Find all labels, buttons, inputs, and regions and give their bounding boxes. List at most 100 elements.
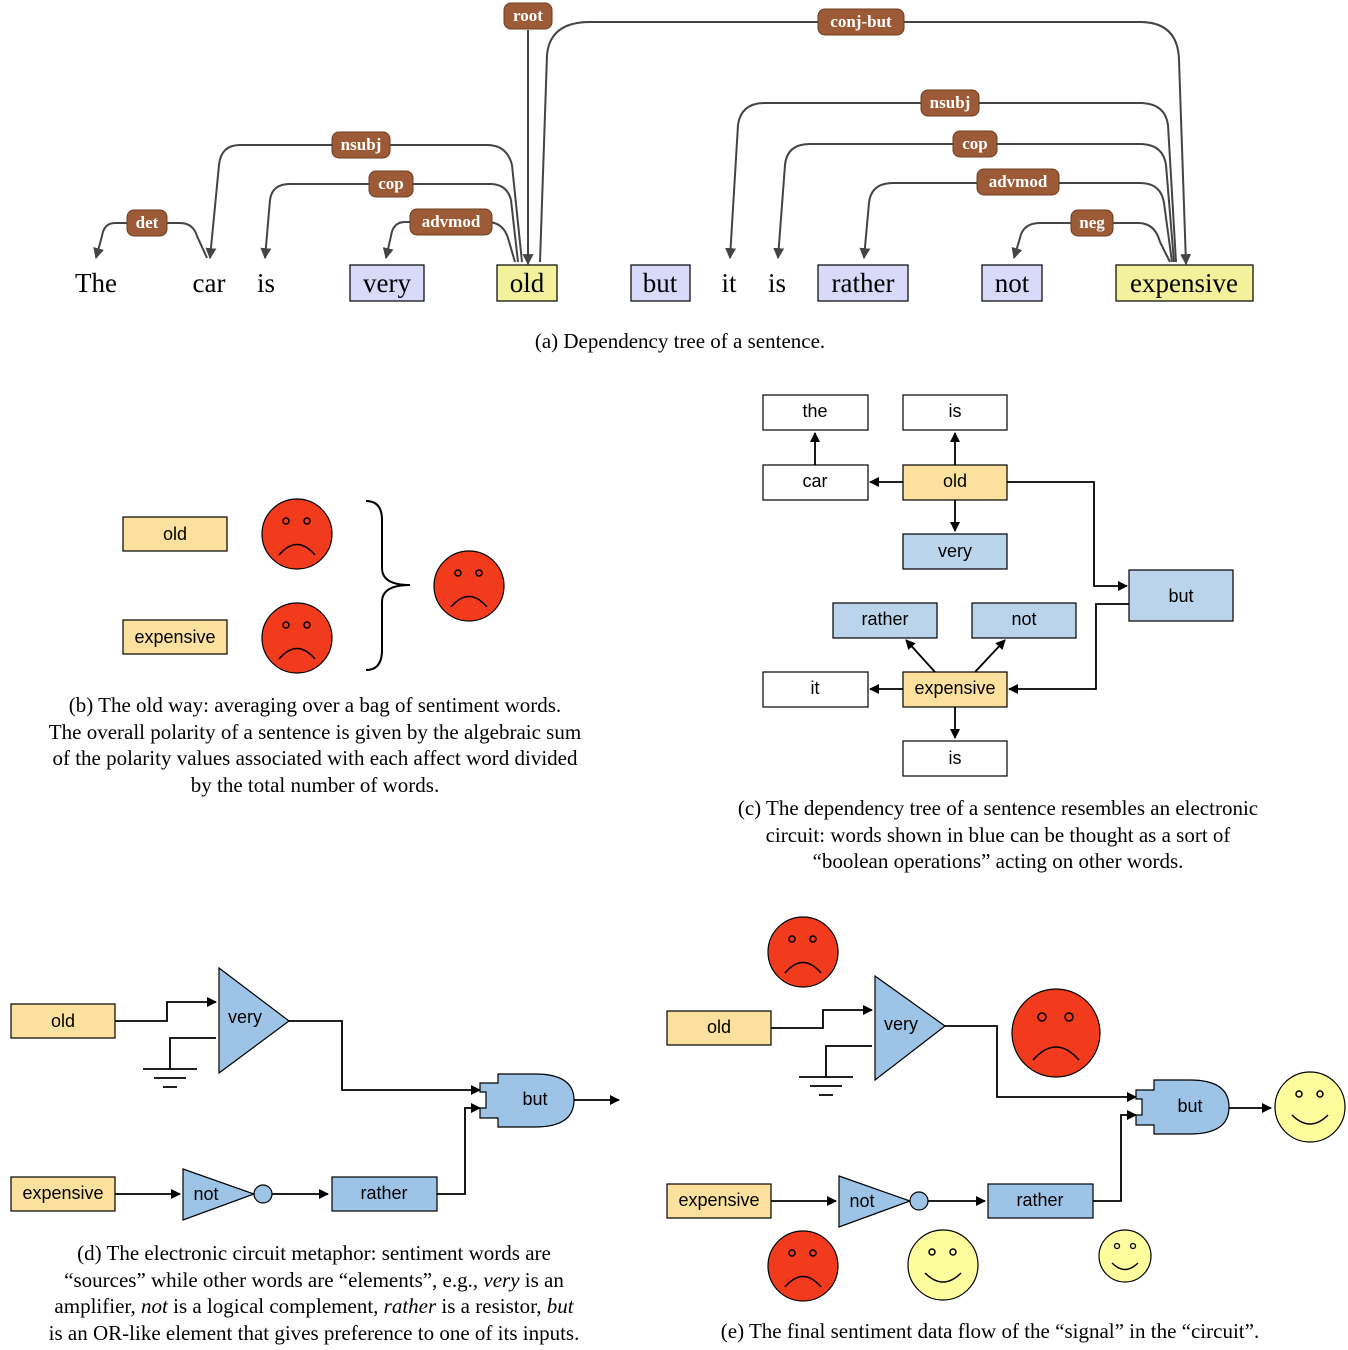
relation-label-advmod-1: advmod [409, 208, 493, 236]
caption-d-but: but [546, 1294, 574, 1318]
panel-d-label-expensive: expensive [22, 1183, 103, 1203]
amplifier-very-icon [218, 966, 291, 1075]
caption-c: (c) The dependency tree of a sentence re… [668, 795, 1328, 875]
relation-label-conj-but: conj-but [817, 8, 905, 36]
node-box-is-top [902, 394, 1008, 431]
curly-brace-icon [365, 500, 411, 671]
caption-d-line-4: is an OR-like element that gives prefere… [48, 1320, 580, 1345]
word-box-rather [817, 264, 909, 302]
node-the: the [802, 401, 827, 421]
sad-face-icon [767, 916, 839, 988]
sad-face-icon [261, 602, 333, 674]
panel-d-label-but: but [522, 1089, 547, 1109]
node-box-it [762, 671, 869, 708]
panel-e-sentiment-flow: old very but expensive not rather [666, 916, 1346, 1302]
panel-a-arcs [93, 21, 1192, 266]
resistor-rather-box [331, 1176, 438, 1212]
caption-d-part-5: is a resistor, [436, 1294, 547, 1318]
ground-icon [143, 1068, 197, 1088]
caption-d-line-2: “sources” while other words are “element… [0, 1267, 628, 1294]
caption-d-line-1: (d) The electronic circuit metaphor: sen… [77, 1241, 551, 1265]
panel-d-label-old: old [51, 1011, 75, 1031]
panel-a-words: The car is very old but it is rather not… [75, 264, 1254, 302]
word-box-old [496, 264, 558, 302]
node-box-expensive [902, 671, 1008, 708]
caption-d-line-3: amplifier, not is a logical complement, … [0, 1293, 628, 1320]
inverter-bubble-icon [253, 1184, 273, 1204]
word-very: very [363, 268, 411, 298]
node-box-rather [832, 602, 938, 639]
happy-face-icon [1274, 1071, 1346, 1143]
word-box-not [981, 264, 1043, 302]
word-is-1: is [257, 268, 275, 298]
relation-nsubj-1-text: nsubj [341, 135, 382, 154]
inverter-not-icon [838, 1175, 912, 1228]
relation-label-det: det [126, 209, 168, 237]
caption-b-line-4: by the total number of words. [190, 772, 440, 797]
relation-label-cop-2: cop [952, 130, 998, 158]
node-very: very [938, 541, 972, 561]
node-car: car [802, 471, 827, 491]
caption-b-line-2: The overall polarity of a sentence is gi… [48, 719, 582, 744]
word-the: The [75, 268, 117, 298]
panel-a-dependency-tree: root conj-but nsubj cop advmod det nsubj… [75, 2, 1254, 302]
ground-icon [799, 1076, 853, 1096]
relation-root-text: root [513, 6, 543, 25]
node-rather: rather [861, 609, 908, 629]
word-old: old [510, 268, 545, 298]
relation-label-nsubj-1: nsubj [331, 131, 391, 159]
caption-c-line-2: circuit: words shown in blue can be thou… [765, 822, 1231, 847]
word-not: not [995, 268, 1030, 298]
panel-b-box-expensive [122, 619, 228, 655]
panel-b-box-old [122, 516, 228, 552]
arc-nsubj-1 [205, 144, 523, 263]
caption-d-very: very [483, 1267, 520, 1292]
panel-e-box-expensive [666, 1183, 772, 1219]
panel-d-label-not: not [193, 1184, 218, 1204]
caption-c-line-1: (c) The dependency tree of a sentence re… [737, 796, 1259, 820]
panel-a-relation-labels: root conj-but nsubj cop advmod det nsubj… [126, 2, 1114, 237]
relation-neg-text: neg [1079, 213, 1105, 232]
relation-det-text: det [136, 213, 159, 232]
relation-advmod-1-text: advmod [422, 212, 481, 231]
node-box-but [1128, 569, 1234, 622]
caption-d-part-3: amplifier, [54, 1294, 142, 1318]
amplifier-very-icon [874, 974, 947, 1082]
word-car: car [193, 268, 226, 298]
panel-e-label-rather: rather [1016, 1190, 1063, 1210]
panel-c-connectors [810, 432, 1129, 739]
panel-e-label-not: not [849, 1191, 874, 1211]
panel-e-box-old [666, 1010, 772, 1046]
caption-d-part-4: is a logical complement, [167, 1294, 384, 1318]
word-is-2: is [768, 268, 786, 298]
word-rather: rather [832, 268, 895, 298]
happy-face-icon [907, 1229, 979, 1301]
resistor-rather-box [987, 1183, 1094, 1219]
gate-but-icon [479, 1073, 575, 1128]
panel-b-bag-of-words: old expensive [122, 498, 505, 674]
panel-e-label-but: but [1177, 1096, 1202, 1116]
gate-but-icon [1135, 1079, 1230, 1135]
caption-b-line-1: (b) The old way: averaging over a bag of… [68, 693, 562, 717]
caption-d-part-1: “sources” while other words are “element… [64, 1267, 484, 1292]
panel-e-label-expensive: expensive [678, 1190, 759, 1210]
relation-label-root: root [503, 2, 553, 30]
relation-label-nsubj-2: nsubj [920, 89, 980, 117]
inverter-not-icon [182, 1168, 256, 1221]
relation-advmod-2-text: advmod [989, 172, 1048, 191]
panel-d-box-old [10, 1003, 116, 1039]
sad-face-icon [1011, 988, 1101, 1078]
sad-face-icon [767, 1230, 839, 1302]
node-but: but [1168, 586, 1193, 606]
caption-a: (a) Dependency tree of a sentence. [380, 328, 980, 355]
caption-d-not: not [141, 1294, 168, 1318]
caption-b-line-3: of the polarity values associated with e… [52, 746, 578, 770]
node-not: not [1011, 609, 1036, 629]
node-box-old [902, 464, 1008, 501]
word-box-very [349, 264, 425, 302]
relation-cop-2-text: cop [962, 134, 988, 153]
caption-d: (d) The electronic circuit metaphor: sen… [0, 1240, 628, 1346]
arc-cop-2 [773, 143, 1175, 263]
